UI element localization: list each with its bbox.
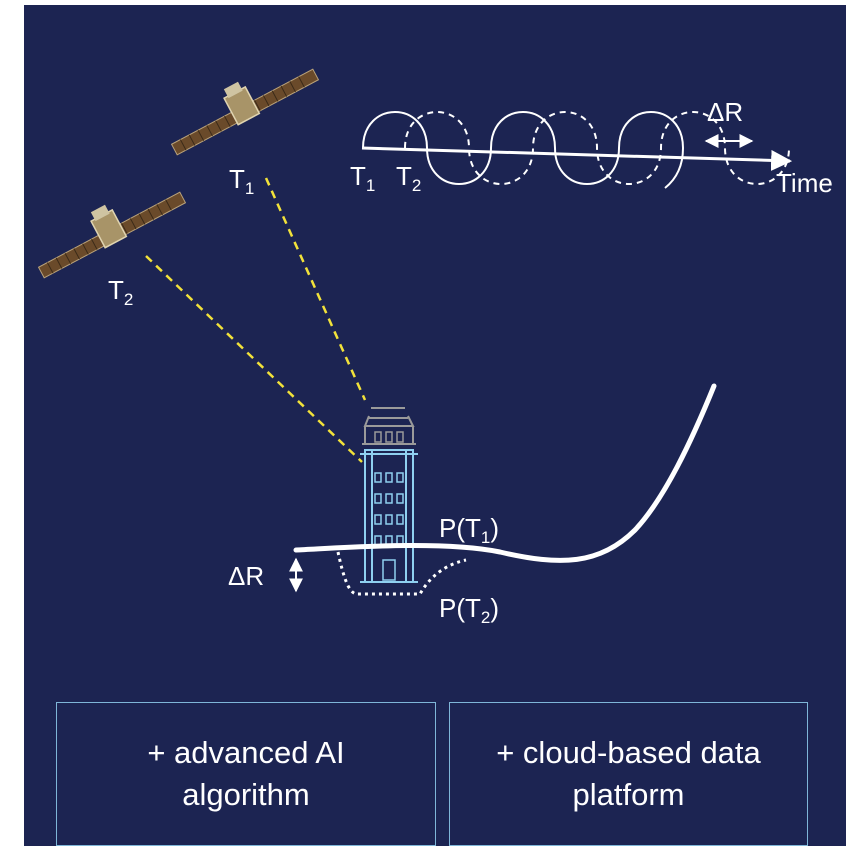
wave-diagram: ΔR Time T1 T2 [350,97,833,198]
profile-label-t1: P(T1) [439,513,499,547]
satellite-t2-icon [37,191,187,279]
satellite-t1-icon [170,68,320,156]
delta-r-top-label: ΔR [707,97,743,127]
time-axis [361,146,793,171]
ai-algorithm-box: + advanced AI algorithm [56,702,436,846]
line-of-sight-t1 [264,177,367,401]
cloud-box-line-1: + cloud-based data [496,735,761,770]
ground-profile-t2 [336,551,467,596]
profile-label-t2: P(T2) [439,593,499,627]
ground-profile-t1 [293,383,717,563]
building-icon [360,407,418,583]
wave-t1 [362,111,685,189]
wave-label-t2: T2 [396,161,421,195]
ai-box-line-2: algorithm [182,777,310,812]
line-of-sight-t2 [145,255,363,463]
satellite-label-t1: T1 [229,164,254,198]
ai-box-line-1: + advanced AI [147,735,345,770]
delta-r-ground-label: ΔR [228,561,264,591]
satellite-label-t2: T2 [108,275,133,309]
cloud-box-line-2: platform [572,777,685,812]
axis-label-time: Time [776,168,833,198]
wave-t2 [404,111,790,185]
cloud-platform-box: + cloud-based data platform [449,702,808,846]
wave-label-t1: T1 [350,161,375,195]
